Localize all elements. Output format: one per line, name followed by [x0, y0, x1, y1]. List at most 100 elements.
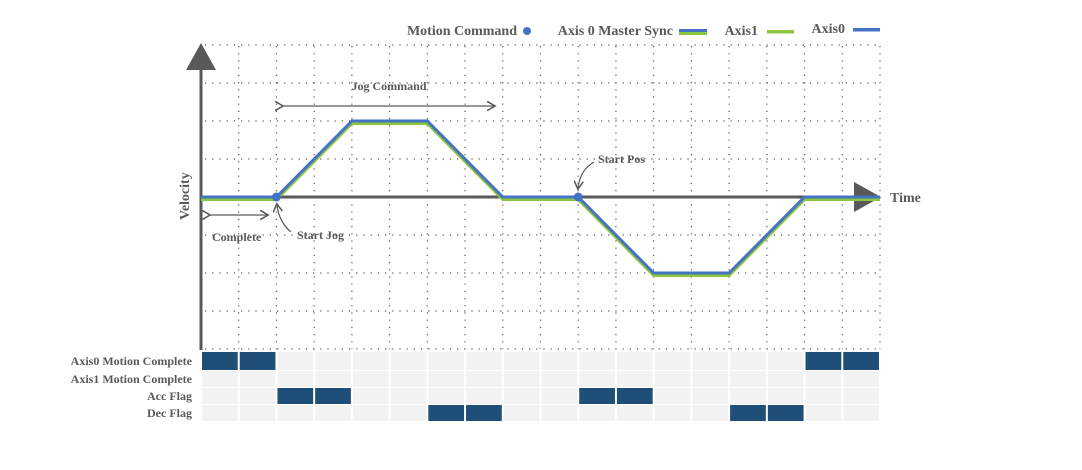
flag-cell-off [654, 352, 691, 370]
flag-cell-off [352, 405, 389, 421]
legend-axis0-master-sync: Axis 0 Master Sync [558, 24, 673, 39]
flag-cell-off [805, 388, 842, 404]
flag-cell-on [616, 388, 653, 404]
flag-cell-off [843, 388, 879, 404]
flag-cell-off [541, 371, 578, 387]
flag-cell-off [390, 371, 427, 387]
flag-row-label: Dec Flag [147, 406, 192, 420]
legend-axis0: Axis0 [812, 22, 845, 37]
flag-cell-off [239, 371, 276, 387]
x-axis-label: Time [890, 191, 921, 206]
flag-cell-off [805, 371, 842, 387]
flag-row-label: Acc Flag [147, 389, 192, 403]
flag-cell-off [277, 352, 314, 370]
flag-cell-off [428, 352, 465, 370]
legend-motion-command: Motion Command [407, 24, 517, 39]
complete-label: Complete [212, 230, 262, 244]
flag-cell-on [843, 352, 879, 370]
flag-cell-off [730, 352, 766, 370]
axis1-series [201, 122, 880, 277]
flag-cell-off [352, 388, 389, 404]
flag-cell-off [202, 405, 238, 421]
flag-cell-off [239, 388, 276, 404]
flag-cell-off [843, 405, 879, 421]
flag-cell-on [428, 405, 465, 421]
flag-cell-off [767, 388, 804, 404]
flag-cell-off [767, 352, 804, 370]
flag-row-label: Axis1 Motion Complete [71, 372, 193, 386]
flag-cell-off [579, 371, 615, 387]
flag-cell-off [352, 371, 389, 387]
flag-cell-off [503, 371, 540, 387]
flag-cell-off [541, 405, 578, 421]
flag-cell-on [805, 352, 842, 370]
flag-cell-on [239, 352, 276, 370]
flag-cell-off [315, 371, 351, 387]
flag-cell-off [503, 405, 540, 421]
start-pos-label: Start Pos [598, 152, 645, 166]
flag-cell-off [654, 388, 691, 404]
flag-cell-off [390, 405, 427, 421]
flag-cell-off [579, 352, 615, 370]
flag-cell-off [315, 352, 351, 370]
flag-table [202, 352, 879, 421]
flag-cell-off [541, 352, 578, 370]
flag-cell-on [315, 388, 351, 404]
flag-cell-on [767, 405, 804, 421]
flag-cell-off [730, 388, 766, 404]
flag-cell-off [692, 388, 729, 404]
flag-cell-on [579, 388, 615, 404]
flag-cell-off [654, 371, 691, 387]
start-jog-arrow [277, 205, 292, 233]
flag-cell-on [277, 388, 314, 404]
flag-cell-off [692, 371, 729, 387]
flag-cell-off [277, 371, 314, 387]
flag-cell-on [202, 352, 238, 370]
flag-cell-off [202, 388, 238, 404]
flag-cell-off [616, 371, 653, 387]
legend-sync-line-icon [679, 29, 707, 32]
flag-cell-off [843, 371, 879, 387]
flag-cell-off [428, 371, 465, 387]
flag-cell-off [579, 405, 615, 421]
flag-cell-off [767, 371, 804, 387]
flag-cell-off [730, 371, 766, 387]
y-axis-label: Velocity [178, 172, 193, 220]
flag-cell-off [616, 405, 653, 421]
flag-cell-on [730, 405, 766, 421]
flag-cell-off [503, 388, 540, 404]
legend-dot-icon [523, 27, 531, 35]
flag-cell-on [466, 405, 502, 421]
flag-cell-off [616, 352, 653, 370]
axis0-series [201, 119, 880, 275]
flag-cell-off [202, 371, 238, 387]
flag-cell-off [805, 405, 842, 421]
flag-cell-off [428, 388, 465, 404]
flag-cell-off [466, 371, 502, 387]
legend-axis0-line-icon [853, 28, 880, 32]
flag-cell-off [239, 405, 276, 421]
motion-command-point [573, 192, 583, 202]
start-jog-label: Start Jog [297, 228, 344, 242]
flag-cell-off [692, 405, 729, 421]
flag-cell-off [277, 405, 314, 421]
legend-axis1: Axis1 [725, 24, 758, 39]
flag-cell-off [315, 405, 351, 421]
flag-cell-off [390, 388, 427, 404]
flag-cell-off [692, 352, 729, 370]
motion-command-point [271, 192, 281, 202]
flag-cell-off [466, 352, 502, 370]
start-pos-arrow [578, 161, 595, 188]
flag-cell-off [466, 388, 502, 404]
flag-cell-off [352, 352, 389, 370]
legend-axis1-line-icon [767, 30, 794, 34]
flag-cell-off [503, 352, 540, 370]
flag-cell-off [390, 352, 427, 370]
legend: Motion Command Axis 0 Master Sync Axis1 … [407, 22, 880, 39]
flag-cell-off [541, 388, 578, 404]
jog-command-label: Jog Command [351, 79, 426, 93]
legend-sync-line-icon-green [679, 32, 707, 35]
flag-cell-off [654, 405, 691, 421]
flag-row-label: Axis0 Motion Complete [71, 354, 193, 368]
